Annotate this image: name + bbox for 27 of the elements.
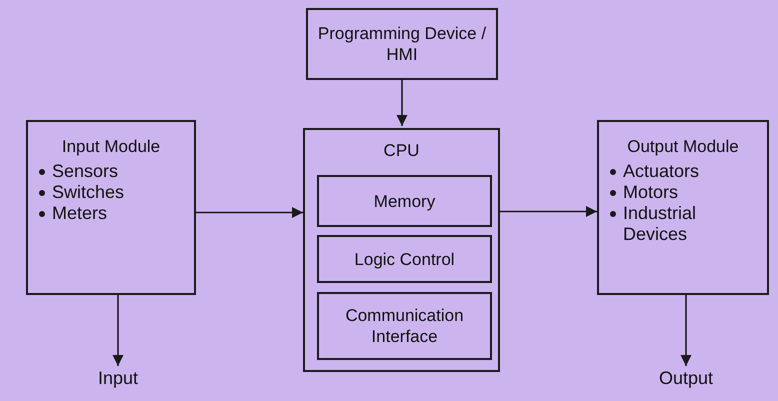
box-text: Logic Control	[353, 248, 456, 270]
terminal-text: Output	[658, 368, 714, 389]
box-text: Programming Device / HMI	[316, 23, 488, 65]
list-item: Motors	[607, 182, 759, 203]
list-item: Switches	[36, 182, 186, 203]
process-box	[306, 8, 498, 80]
box-text: Memory	[372, 190, 436, 212]
process-box	[317, 175, 492, 227]
list-item: Industrial Devices	[607, 203, 759, 245]
arrow	[680, 295, 692, 366]
process-box	[317, 235, 492, 283]
module-box	[26, 120, 196, 295]
process-box	[317, 292, 492, 360]
box-text: Input Module	[60, 136, 162, 157]
list-item: Actuators	[607, 161, 759, 182]
arrow	[112, 295, 124, 366]
list-item: Sensors	[36, 161, 186, 182]
arrow	[500, 206, 597, 218]
terminal-text: Input	[96, 368, 140, 389]
box-text: Output Module	[626, 136, 740, 157]
arrow	[196, 206, 303, 218]
list-item: Meters	[36, 203, 186, 224]
module-box	[597, 120, 769, 295]
cpu-box	[303, 128, 500, 372]
arrow	[396, 80, 408, 126]
box-text: CPU	[382, 140, 420, 161]
box-text: Communication Interface	[344, 305, 465, 347]
